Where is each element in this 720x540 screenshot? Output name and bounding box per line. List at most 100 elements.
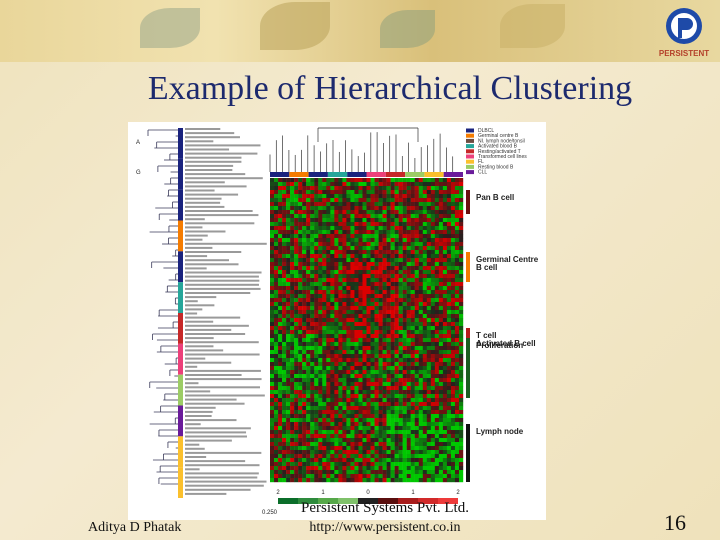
heatmap-cell	[382, 274, 387, 279]
heatmap-cell	[274, 382, 279, 387]
heatmap-cell	[382, 214, 387, 219]
heatmap-cell	[294, 262, 299, 267]
heatmap-cell	[402, 226, 407, 231]
heatmap-cell	[302, 398, 307, 403]
heatmap-cell	[386, 294, 391, 299]
heatmap-cell	[282, 454, 287, 459]
heatmap-cell	[366, 178, 371, 183]
heatmap-cell	[342, 250, 347, 255]
heatmap-cell	[434, 298, 440, 303]
heatmap-cell	[330, 262, 335, 267]
heatmap-cell	[366, 226, 371, 231]
heatmap-cell	[322, 346, 327, 351]
heatmap-cell	[410, 402, 415, 407]
heatmap-cell	[378, 346, 383, 351]
heatmap-cell	[442, 342, 448, 347]
heatmap-cell	[450, 430, 456, 435]
heatmap-cell	[294, 286, 299, 291]
heatmap-cell	[386, 238, 391, 243]
heatmap-cell	[286, 386, 291, 391]
heatmap-cell	[374, 370, 379, 375]
heatmap-cell	[418, 182, 423, 187]
heatmap-cell	[402, 386, 407, 391]
heatmap-cell	[394, 438, 399, 443]
heatmap-cell	[374, 398, 379, 403]
heatmap-cell	[286, 326, 291, 331]
heatmap-cell	[450, 474, 456, 479]
heatmap-cell	[314, 462, 319, 467]
heatmap-cell	[354, 286, 359, 291]
heatmap-cell	[410, 382, 415, 387]
heatmap-cell	[378, 282, 383, 287]
heatmap-cell	[390, 398, 395, 403]
heatmap-cell	[342, 338, 347, 343]
heatmap-cell	[454, 362, 460, 367]
heatmap-cell	[370, 286, 375, 291]
heatmap-cell	[342, 334, 347, 339]
heatmap-cell	[310, 362, 315, 367]
heatmap-cell	[366, 182, 371, 187]
heatmap-cell	[290, 386, 295, 391]
heatmap-cell	[298, 206, 303, 211]
heatmap-cell	[418, 254, 423, 259]
heatmap-cell	[386, 370, 391, 375]
heatmap-cell	[330, 186, 335, 191]
heatmap-cell	[334, 394, 339, 399]
heatmap-cell	[398, 210, 403, 215]
heatmap-cell	[350, 266, 355, 271]
heatmap-cell	[334, 258, 339, 263]
heatmap-cell	[370, 202, 375, 207]
heatmap-cell	[338, 266, 343, 271]
heatmap-cell	[354, 262, 359, 267]
heatmap-cell	[438, 418, 444, 423]
heatmap-cell	[334, 214, 339, 219]
heatmap-cell	[394, 258, 399, 263]
heatmap-cell	[362, 314, 367, 319]
heatmap-cell	[414, 474, 419, 479]
heatmap-cell	[278, 458, 283, 463]
heatmap-cell	[382, 394, 387, 399]
heatmap-cell	[398, 350, 403, 355]
heatmap-cell	[430, 186, 436, 191]
heatmap-cell	[366, 206, 371, 211]
heatmap-cell	[286, 442, 291, 447]
heatmap-cell	[362, 242, 367, 247]
heatmap-cell	[418, 290, 423, 295]
heatmap-cell	[434, 374, 440, 379]
heatmap-cell	[422, 230, 428, 235]
heatmap-cell	[322, 218, 327, 223]
heatmap-cell	[418, 358, 423, 363]
heatmap-cell	[362, 478, 367, 483]
heatmap-cell	[354, 186, 359, 191]
heatmap-cell	[318, 350, 323, 355]
heatmap-cell	[314, 278, 319, 283]
heatmap-cell	[382, 330, 387, 335]
heatmap-cell	[326, 458, 331, 463]
heatmap-cell	[302, 182, 307, 187]
heatmap-cell	[290, 474, 295, 479]
heatmap-cell	[346, 246, 351, 251]
heatmap-cell	[354, 422, 359, 427]
heatmap-cell	[426, 478, 432, 483]
heatmap-cell	[334, 458, 339, 463]
heatmap-cell	[386, 202, 391, 207]
heatmap-cell	[418, 222, 423, 227]
heatmap-cell	[362, 194, 367, 199]
heatmap-cell	[354, 206, 359, 211]
heatmap-cell	[334, 370, 339, 375]
heatmap-cell	[442, 298, 448, 303]
company-url[interactable]: http://www.persistent.co.in	[309, 520, 461, 535]
heatmap-cell	[374, 434, 379, 439]
heatmap-cell	[366, 394, 371, 399]
heatmap-cell	[422, 278, 428, 283]
heatmap-cell	[422, 450, 428, 455]
heatmap-cell	[338, 234, 343, 239]
heatmap-cell	[338, 310, 343, 315]
heatmap-cell	[458, 190, 464, 195]
heatmap-cell	[318, 250, 323, 255]
heatmap-cell	[414, 478, 419, 483]
heatmap-cell	[402, 362, 407, 367]
heatmap-cell	[318, 214, 323, 219]
heatmap-cell	[354, 294, 359, 299]
heatmap-cell	[410, 378, 415, 383]
